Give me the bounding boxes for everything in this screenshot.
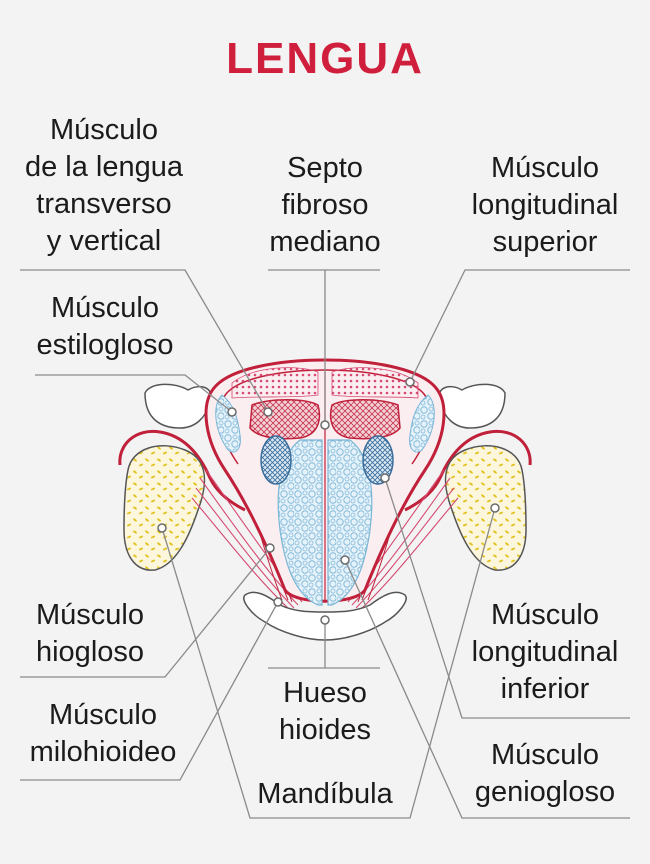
leader-dots xyxy=(157,377,500,625)
label-genioglossus: Músculo geniogloso xyxy=(460,737,630,811)
label-line: mediano xyxy=(269,226,381,258)
label-line: transverso xyxy=(36,188,172,220)
label-line: Mandíbula xyxy=(257,778,393,810)
label-line: Septo xyxy=(287,152,363,184)
label-line: milohioideo xyxy=(29,736,177,768)
label-line: Músculo xyxy=(50,114,158,146)
label-line: inferior xyxy=(500,673,590,705)
label-styloglossus: Músculo estilogloso xyxy=(20,290,190,364)
label-line: Músculo xyxy=(491,152,599,184)
label-line: y vertical xyxy=(46,225,162,257)
label-septum: Septo fibroso mediano xyxy=(255,150,395,261)
label-line: Hueso xyxy=(283,677,367,709)
longitudinal-superior-left xyxy=(231,367,319,399)
label-longitudinal-inferior: Músculo longitudinal inferior xyxy=(455,597,635,708)
longitudinal-inferior-left xyxy=(260,435,292,485)
right-upper-tooth xyxy=(438,383,506,429)
mandible-right xyxy=(444,445,527,571)
transverse-vertical-left xyxy=(249,399,321,440)
leader-lines xyxy=(20,269,630,819)
label-line: fibroso xyxy=(281,189,369,221)
label-line: longitudinal xyxy=(471,189,619,221)
label-longitudinal-superior: Músculo longitudinal superior xyxy=(455,150,635,261)
label-line: superior xyxy=(492,226,598,258)
label-hyoglossus: Músculo hiogloso xyxy=(25,597,155,671)
longitudinal-superior-right xyxy=(331,367,419,399)
label-transverse-vertical: Músculo de la lengua transverso y vertic… xyxy=(14,112,194,260)
label-line: Músculo xyxy=(36,599,144,631)
label-line: hiogloso xyxy=(35,636,145,668)
left-upper-tooth xyxy=(144,383,212,429)
label-hyoid: Hueso hioides xyxy=(255,675,395,749)
styloglossus-right xyxy=(409,394,435,453)
label-mandible: Mandíbula xyxy=(250,776,400,813)
label-line: de la lengua xyxy=(24,151,184,183)
page-title: LENGUA xyxy=(226,34,424,83)
label-line: estilogloso xyxy=(36,329,174,361)
label-mylohyoid: Músculo milohioideo xyxy=(18,697,188,771)
label-line: Músculo xyxy=(49,699,157,731)
label-line: Músculo xyxy=(491,599,599,631)
label-line: longitudinal xyxy=(471,636,619,668)
transverse-vertical-right xyxy=(329,399,401,440)
label-line: Músculo xyxy=(51,292,159,324)
longitudinal-inferior-right xyxy=(362,435,394,485)
mandible-left xyxy=(123,445,206,571)
label-line: hioides xyxy=(279,714,371,746)
label-line: geniogloso xyxy=(474,776,616,808)
label-line: Músculo xyxy=(491,739,599,771)
